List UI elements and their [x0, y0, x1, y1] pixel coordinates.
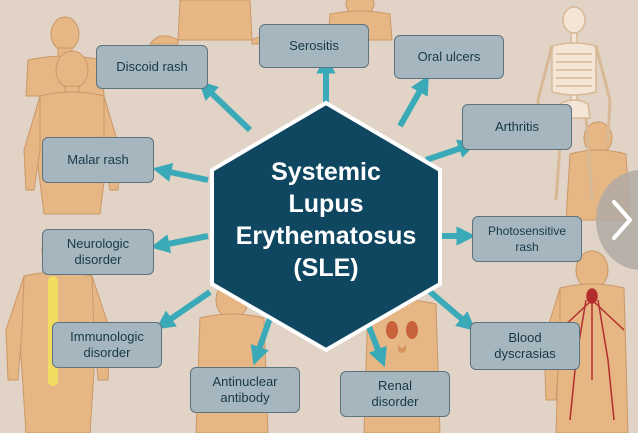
arrow-neurologic-disorder	[150, 233, 209, 254]
title-line-3: Erythematosus	[235, 222, 417, 250]
title-line-1: Systemic	[271, 158, 381, 186]
label-renal-disorder: Renal disorder	[340, 371, 450, 417]
label-antinuclear-antibody: Antinuclear antibody	[190, 367, 300, 413]
arrow-discoid-rash	[198, 80, 253, 133]
label-malar-rash: Malar rash	[42, 137, 154, 183]
label-discoid-rash: Discoid rash	[96, 45, 208, 89]
arrow-blood-dyscrasias	[426, 287, 476, 331]
next-slide-button[interactable]	[596, 170, 638, 270]
label-immunologic-disorder: Immunologic disorder	[52, 322, 162, 368]
label-serositis: Serositis	[259, 24, 369, 68]
title-line-4: (SLE)	[293, 254, 359, 282]
arrow-immunologic-disorder	[155, 289, 212, 330]
label-blood-dyscrasias: Blood dyscrasias	[470, 322, 580, 370]
arrow-renal-disorder	[365, 322, 387, 368]
label-neurologic-disorder: Neurologic disorder	[42, 229, 154, 275]
skeleton-figure	[536, 6, 612, 201]
title-line-2: Lupus	[288, 190, 364, 218]
kidneys-icon	[386, 321, 418, 353]
label-arthritis: Arthritis	[462, 104, 572, 150]
label-oral-ulcers: Oral ulcers	[394, 35, 504, 79]
center-hexagon	[210, 100, 442, 353]
arrow-oral-ulcers	[397, 75, 429, 128]
label-photosensitive-rash: Photosensitive rash	[472, 216, 582, 262]
arrow-antinuclear-antibody	[250, 317, 273, 366]
arrow-malar-rash	[152, 162, 209, 183]
chevron-right-icon	[612, 200, 632, 240]
diagram-title: Systemic Lupus Erythematosus (SLE)	[212, 140, 440, 300]
